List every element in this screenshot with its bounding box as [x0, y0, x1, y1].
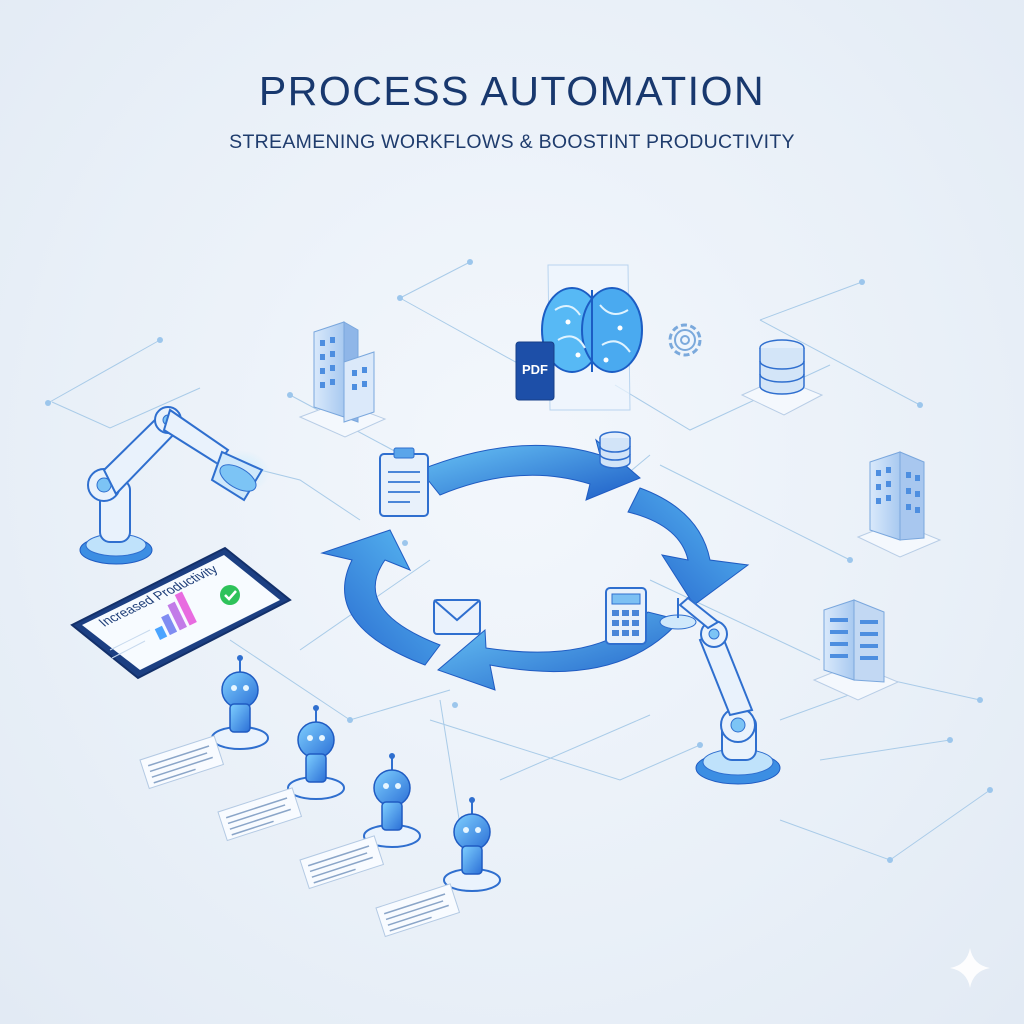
- cycle-arrow-left: [320, 529, 441, 666]
- gear-icon: [668, 323, 702, 357]
- brain-icon: [541, 287, 643, 373]
- office-building-icon: [812, 599, 900, 701]
- document-icon: [217, 787, 303, 842]
- page-subtitle: STREAMENING WORKFLOWS & BOOSTINT PRODUCT…: [229, 131, 795, 153]
- database-icon: [599, 431, 631, 469]
- page-title: PROCESS AUTOMATION: [258, 68, 766, 114]
- database-server-icon: [740, 339, 824, 416]
- office-building-icon: [298, 321, 387, 438]
- document-icon: [139, 735, 225, 790]
- bar-chart-icon: [154, 591, 197, 640]
- pdf-document-icon: PDF: [515, 341, 555, 401]
- calculator-icon: [605, 587, 647, 645]
- envelope-icon: [433, 599, 481, 635]
- bot-icon: [363, 753, 421, 848]
- check-circle-icon: [220, 585, 240, 605]
- cycle-arrow-top: [419, 438, 641, 501]
- sparkle-icon: [950, 948, 990, 988]
- robot-arm-icon: [659, 596, 781, 785]
- robot-arm-icon: [79, 406, 270, 565]
- bot-icon: [443, 797, 501, 892]
- document-icon: [375, 883, 461, 938]
- connection-nodes: [45, 259, 993, 863]
- workflow-cycle: [320, 438, 750, 691]
- tablet-dashboard: Increased Productivity: [70, 546, 292, 680]
- document-icon: [299, 835, 385, 890]
- office-building-icon: [856, 451, 942, 558]
- bot-icon: [211, 655, 269, 750]
- pdf-label: PDF: [522, 362, 548, 377]
- clipboard-icon: [379, 447, 429, 517]
- cycle-arrow-right: [627, 487, 750, 606]
- bot-icon: [287, 705, 345, 800]
- ai-brain-panel: PDF: [515, 264, 643, 411]
